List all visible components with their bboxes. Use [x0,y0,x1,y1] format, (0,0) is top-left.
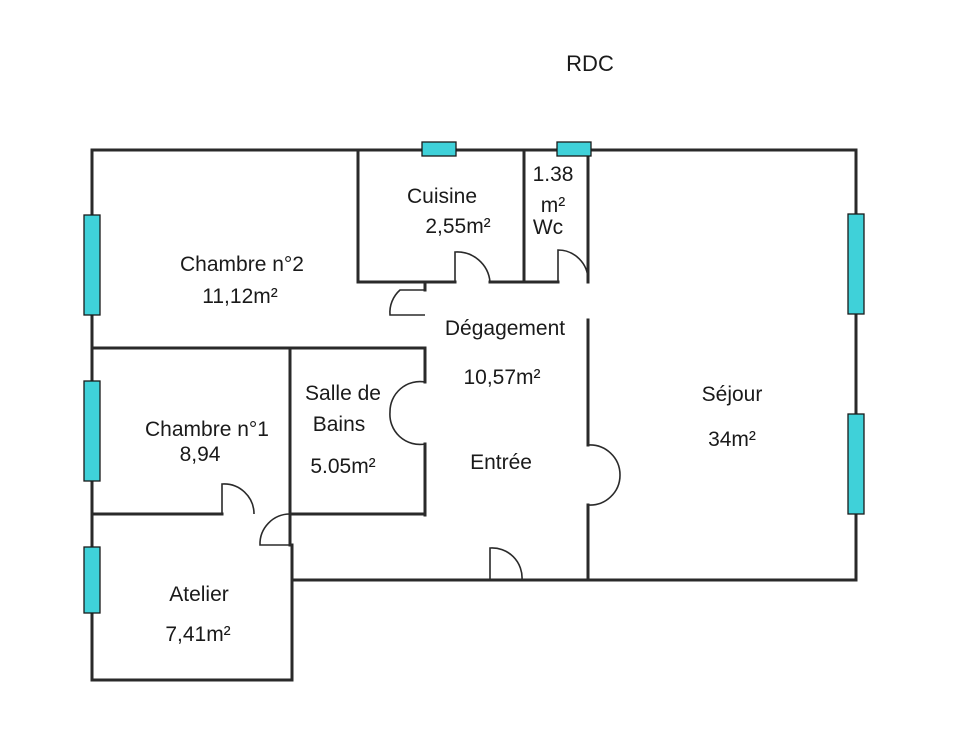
door-atelier [259,513,292,546]
door-chambre1 [221,483,255,515]
wall-cuisine-wc [488,148,560,284]
wall-cuisine [356,148,457,284]
atelier-name: Atelier [169,583,229,606]
entree-name: Entrée [470,451,532,474]
window-sejour-top [847,213,865,315]
sdb-name-line1: Salle de [305,382,381,405]
sejour-name: Séjour [701,383,763,406]
door-sdb [389,380,426,446]
sdb-name-line2: Bains [312,413,366,436]
window-atelier [83,546,101,614]
walls [90,148,858,682]
cuisine-area: 2,55m² [425,215,491,238]
window-chambre2 [83,214,101,316]
door-sejour [587,444,621,506]
wc-name: Wc [532,216,564,239]
chambre2-area: 11,12m² [202,285,278,308]
plan-title: RDC [566,51,614,76]
window-chambre1 [83,380,101,482]
degagement-area: 10,57m² [463,366,541,389]
doors [221,249,621,581]
window-wc [556,141,592,157]
wc-area-line1: 1.38 [532,163,574,186]
window-sejour-bottom [847,413,865,515]
atelier-area: 7,41m² [165,623,231,646]
degagement-name: Dégagement [444,317,566,340]
sdb-area: 5.05m² [310,455,376,478]
windows [83,141,865,614]
chambre2-name: Chambre n°2 [180,253,304,276]
cuisine-name: Cuisine [406,185,478,208]
door-cuisine [454,251,491,283]
chambre1-name: Chambre n°1 [145,418,269,441]
window-cuisine [421,141,457,157]
wc-area-line2: m² [540,194,566,217]
door-chambre2 [389,289,425,316]
chambre1-area: 8,94 [179,443,221,466]
door-wc [557,249,589,282]
sejour-area: 34m² [708,428,756,451]
door-entree [489,547,523,581]
